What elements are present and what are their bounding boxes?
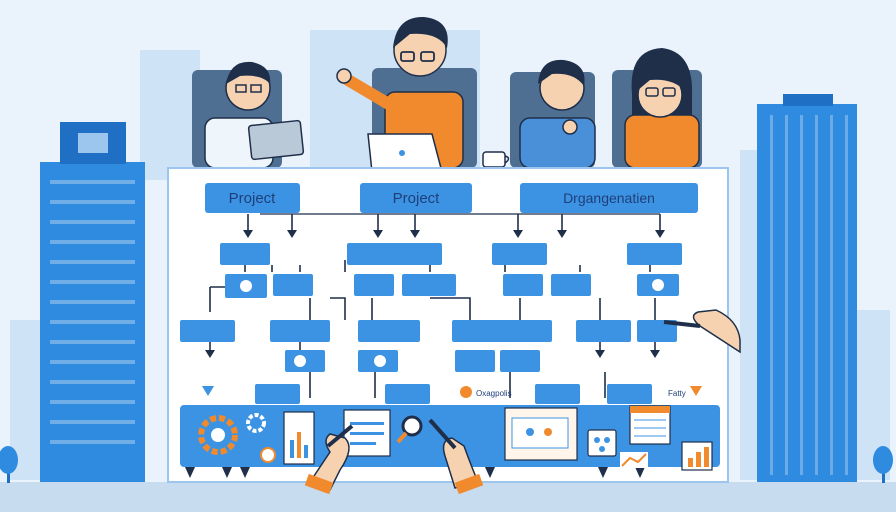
chart-icon — [283, 411, 315, 465]
small-gear-icon — [246, 413, 266, 433]
diagram-icon — [587, 429, 617, 457]
orange-logo-label: Oxagpolis — [476, 389, 512, 398]
node-circles — [240, 279, 664, 367]
coffee-cup — [482, 151, 510, 168]
woman-with-glasses — [624, 48, 700, 169]
org-header-organization: Drgangenatien — [520, 183, 698, 213]
hand-with-pen-left — [304, 424, 354, 495]
document-icon — [343, 409, 391, 457]
tools-bar — [180, 405, 720, 478]
bar-chart-icon — [681, 441, 713, 471]
right-small-label: Fatty — [668, 389, 686, 398]
org-header-project-b: Project — [360, 183, 472, 213]
laptop — [367, 133, 443, 173]
person-thinking — [519, 59, 596, 169]
org-connectors — [209, 213, 661, 398]
orange-arrow-right — [690, 386, 702, 396]
presenter-pointing — [336, 16, 464, 169]
presentation-icon — [504, 407, 578, 461]
tree-left — [0, 446, 18, 483]
arrowheads — [205, 230, 665, 358]
person-with-tablet — [204, 61, 305, 169]
hand-with-pen-right — [663, 309, 741, 354]
hand-with-pen-middle — [428, 418, 484, 495]
right-building — [757, 94, 857, 482]
org-header-project-a: Project — [205, 183, 300, 213]
calendar-icon — [629, 405, 671, 445]
header-project-b-label: Project — [393, 190, 441, 207]
gear-icon — [198, 415, 238, 455]
left-building — [40, 122, 145, 482]
orange-logo: Oxagpolis — [460, 386, 512, 398]
ground — [0, 482, 896, 512]
magnifier-icon — [396, 415, 423, 444]
tree-right — [873, 446, 893, 483]
header-project-a-label: Project — [229, 190, 277, 207]
blue-arrow-left — [202, 386, 214, 396]
header-organization-label: Drgangenatien — [563, 190, 655, 206]
org-nodes — [180, 243, 682, 404]
lightbulb-icon — [260, 447, 276, 463]
trend-chart-icon — [620, 452, 648, 468]
